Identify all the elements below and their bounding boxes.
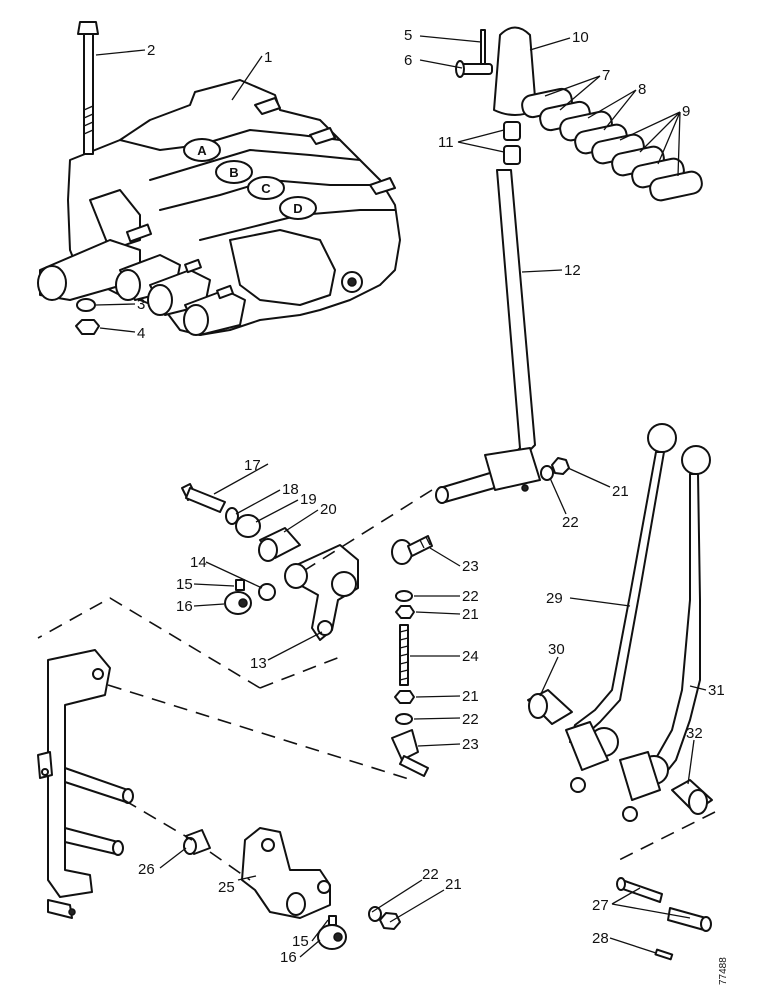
pins-27: [616, 877, 712, 932]
hand-lever-29: [565, 423, 677, 793]
callout-5: 5: [404, 27, 412, 44]
washer-18: [225, 507, 239, 525]
valve-label-b: B: [229, 165, 238, 180]
callout-32: 32: [686, 725, 703, 742]
nut-4: [75, 319, 100, 335]
bush-32: [671, 779, 713, 815]
valve-label-c: C: [261, 181, 271, 196]
bolt-2: [77, 21, 99, 155]
nut-21-upper: [395, 605, 415, 619]
mounting-bracket: [37, 649, 134, 919]
callout-15-upper: 15: [176, 576, 193, 593]
nut-21-lower: [394, 690, 415, 704]
set-screw-15-upper: [235, 579, 245, 591]
callout-15-lower: 15: [292, 933, 309, 950]
bush-30: [527, 689, 573, 725]
callout-23-upper: 23: [462, 558, 479, 575]
valve-label-d: D: [293, 201, 302, 216]
washer-22-bottom: [368, 906, 382, 922]
bush-11-upper: [503, 121, 521, 141]
callout-22-lower: 22: [462, 711, 479, 728]
callout-25: 25: [218, 879, 235, 896]
callout-24: 24: [462, 648, 479, 665]
callout-3: 3: [137, 296, 145, 313]
collar-16-lower: [317, 924, 347, 950]
lever-pivot-shaft: [435, 447, 541, 504]
callout-12: 12: [564, 262, 581, 279]
split-pin-28: [654, 948, 674, 961]
callout-21-lower: 21: [462, 688, 479, 705]
callout-17: 17: [244, 457, 261, 474]
spacer-19: [235, 514, 261, 538]
washer-22-upper: [395, 590, 413, 602]
callout-21-bottom: 21: [445, 876, 462, 893]
link-plates-9: [591, 133, 703, 202]
callout-9: 9: [682, 103, 690, 120]
callout-22-pivot: 22: [562, 514, 579, 531]
callout-14: 14: [190, 554, 207, 571]
callout-4: 4: [137, 325, 145, 342]
bush-26: [183, 829, 211, 855]
callout-8: 8: [638, 81, 646, 98]
callout-28: 28: [592, 930, 609, 947]
callout-27: 27: [592, 897, 609, 914]
bolt-17: [181, 483, 226, 513]
rod-end-23-lower: [391, 729, 429, 777]
lever-25: [241, 827, 331, 919]
collar-16-upper: [224, 591, 252, 615]
link-plates-8: [559, 110, 628, 155]
lever-rod-12: [496, 169, 536, 463]
callout-20: 20: [320, 501, 337, 518]
washer-3: [76, 298, 96, 312]
bush-14: [258, 583, 276, 601]
washer-22-lower: [395, 713, 413, 725]
bush-11-lower: [503, 145, 521, 165]
assembly-dash-lines: [37, 489, 716, 881]
nut-21-bottom: [379, 912, 401, 930]
callout-2: 2: [147, 42, 155, 59]
nut-21-pivot: [551, 457, 570, 475]
callout-29: 29: [546, 590, 563, 607]
callout-30: 30: [548, 641, 565, 658]
set-screw-15-lower: [328, 915, 337, 926]
hand-lever-31: [619, 445, 711, 822]
bell-crank-13: [284, 544, 359, 641]
callout-6: 6: [404, 52, 412, 69]
drawing-reference-code: 77488: [718, 957, 729, 985]
callout-22-upper: 22: [462, 588, 479, 605]
callout-leaders: [95, 35, 707, 958]
control-valve-block: A B C D: [37, 79, 401, 336]
rod-end-23-upper: [391, 535, 433, 565]
callout-21-upper: 21: [462, 606, 479, 623]
callout-10: 10: [572, 29, 589, 46]
bush-20: [258, 527, 301, 562]
callout-19: 19: [300, 491, 317, 508]
callout-11: 11: [438, 134, 454, 151]
valve-label-a: A: [197, 143, 207, 158]
clevis-pin-6: [455, 60, 493, 78]
callout-13: 13: [250, 655, 267, 672]
callout-22-bottom: 22: [422, 866, 439, 883]
callout-21-pivot: 21: [612, 483, 629, 500]
callout-23-lower: 23: [462, 736, 479, 753]
callout-26: 26: [138, 861, 155, 878]
callout-16-upper: 16: [176, 598, 193, 615]
callout-numbers: 1 2 3 4 5 6 7 8 9 10 11 12 13 14 15 16 1…: [137, 27, 725, 966]
callout-18: 18: [282, 481, 299, 498]
threaded-rod-24: [399, 624, 409, 686]
washer-22-pivot: [540, 465, 554, 481]
callout-31: 31: [708, 682, 725, 699]
callout-1: 1: [264, 49, 272, 66]
callout-16-lower: 16: [280, 949, 297, 966]
callout-7: 7: [602, 67, 610, 84]
